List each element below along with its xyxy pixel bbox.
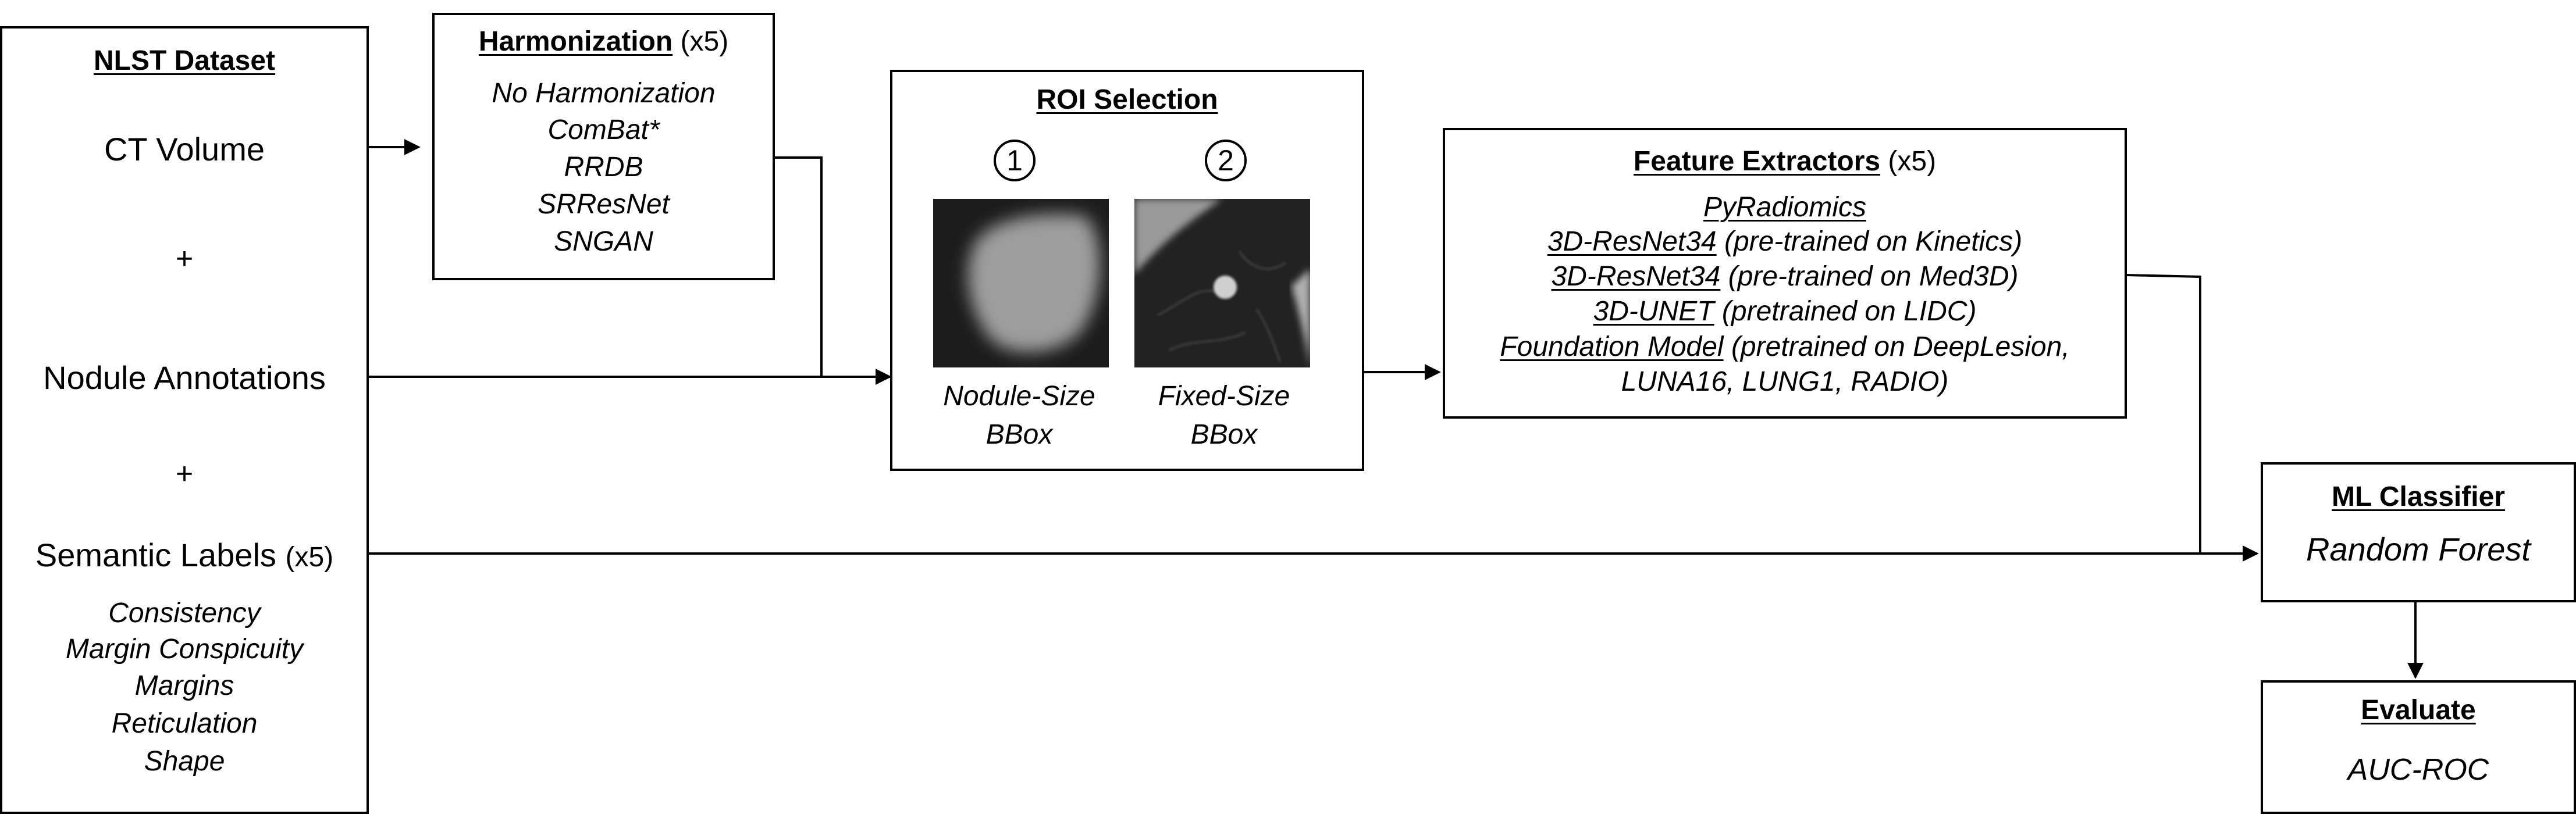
semantic-label-item: Reticulation xyxy=(111,708,258,739)
feature-extractors-box: Feature Extractors (x5) PyRadiomics 3D-R… xyxy=(1443,128,2127,419)
feature-extractor-item: PyRadiomics xyxy=(1703,192,1867,223)
harmonization-method: SNGAN xyxy=(554,226,653,257)
nodule-annotations-label: Nodule Annotations xyxy=(43,359,326,396)
harmonization-count: (x5) xyxy=(680,26,729,57)
fixed-size-label-line1: Fixed-Size xyxy=(1158,381,1290,412)
nodule-size-crop-image xyxy=(933,199,1109,367)
fixed-size-crop-image xyxy=(1134,199,1310,367)
semantic-labels-heading: Semantic Labels (x5) xyxy=(2,539,367,572)
roi-selection-title: ROI Selection xyxy=(1036,84,1218,115)
feature-extractor-item: 3D-ResNet34 (pre-trained on Kinetics) xyxy=(1547,226,2023,257)
harmonization-title: Harmonization xyxy=(478,26,673,57)
ml-classifier-model: Random Forest xyxy=(2306,531,2531,567)
harmonization-method: SRResNet xyxy=(538,189,670,220)
semantic-label-item: Shape xyxy=(144,746,225,777)
semantic-labels-count: (x5) xyxy=(285,542,334,573)
feature-extractor-continuation: LUNA16, LUNG1, RADIO) xyxy=(1621,366,1949,397)
fixed-size-label-line2: BBox xyxy=(1190,419,1258,450)
ct-volume-label: CT Volume xyxy=(104,131,265,167)
harmonization-box: Harmonization (x5) No Harmonization ComB… xyxy=(432,13,775,280)
nodule-size-label-line2: BBox xyxy=(985,419,1053,450)
evaluate-metric: AUC-ROC xyxy=(2347,753,2489,787)
plus-sign: + xyxy=(175,242,194,276)
option-2-marker: 2 xyxy=(1205,140,1247,181)
feature-extractor-item: 3D-UNET (pretrained on LIDC) xyxy=(1593,296,1977,327)
evaluate-title: Evaluate xyxy=(2361,695,2476,726)
option-1-marker: 1 xyxy=(994,140,1036,181)
feature-extractors-count: (x5) xyxy=(1888,146,1937,177)
roi-selection-box: ROI Selection 1 2 xyxy=(890,70,1364,471)
nlst-dataset-title: NLST Dataset xyxy=(93,45,276,76)
evaluate-box: Evaluate AUC-ROC xyxy=(2261,680,2576,814)
harmonization-heading: Harmonization (x5) xyxy=(435,28,773,56)
semantic-labels-label: Semantic Labels xyxy=(35,537,276,573)
harmonization-method: RRDB xyxy=(564,152,643,183)
ml-classifier-title: ML Classifier xyxy=(2332,481,2505,512)
semantic-label-item: Margin Conspicuity xyxy=(65,634,304,665)
harmonization-method: ComBat* xyxy=(547,115,660,145)
feature-extractor-item: 3D-ResNet34 (pre-trained on Med3D) xyxy=(1551,261,2019,292)
line-features-to-classifier xyxy=(2125,274,2201,554)
harmonization-method: No Harmonization xyxy=(492,78,716,109)
feature-extractor-item: Foundation Model (pretrained on DeepLesi… xyxy=(1500,331,2070,362)
nodule-size-label-line1: Nodule-Size xyxy=(943,381,1095,412)
feature-extractors-heading: Feature Extractors (x5) xyxy=(1445,148,2125,176)
line-harmonization-to-roi xyxy=(774,156,823,377)
semantic-label-item: Margins xyxy=(134,670,234,701)
nlst-dataset-box: NLST Dataset CT Volume + Nodule Annotati… xyxy=(0,26,369,814)
feature-extractors-title: Feature Extractors xyxy=(1633,146,1881,177)
semantic-label-item: Consistency xyxy=(108,598,261,629)
ml-classifier-box: ML Classifier Random Forest xyxy=(2261,462,2576,602)
plus-sign: + xyxy=(175,457,194,491)
